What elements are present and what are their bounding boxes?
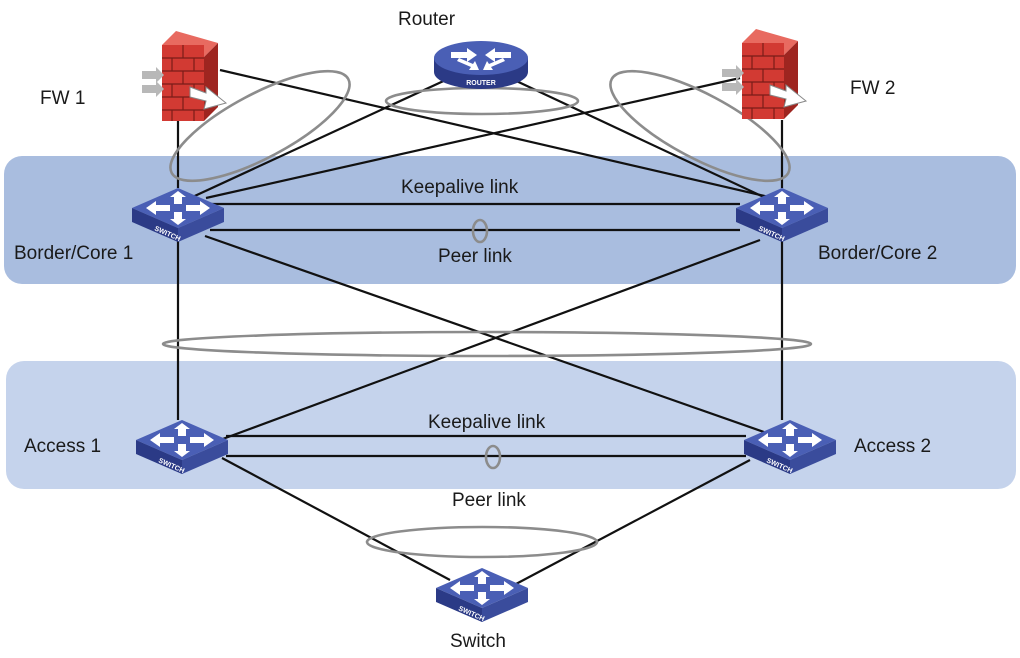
aggregation-ring-fw1 [169,69,351,183]
aggregation-ring-core-access [161,330,813,358]
firewall-icon-fw2[interactable] [721,28,807,120]
router-icon-text: ROUTER [466,80,496,87]
label-router: Router [398,9,456,30]
link-fw1-core2 [219,68,783,202]
core-layer-band [4,156,1016,284]
link-core1-access2 [204,234,765,434]
network-links [176,68,784,585]
label-access2: Access 2 [854,436,931,457]
link-access2-switch [515,459,751,585]
aggregation-ring-core-peer [471,218,489,244]
switch-icon-bottom[interactable]: SWITCH [436,568,528,623]
router-icon[interactable]: ROUTER [434,41,528,89]
label-fw2: FW 2 [850,78,895,99]
label-core1: Border/Core 1 [14,243,133,264]
label-core-peer: Peer link [438,246,512,267]
link-access1-switch [221,457,451,581]
aggregation-ring-fw2 [609,69,791,183]
label-access1: Access 1 [24,436,101,457]
link-core2-access1 [219,238,761,442]
aggregation-ring-switch [365,525,599,559]
link-fw2-core1 [205,76,741,200]
label-core2: Border/Core 2 [818,243,937,264]
aggregation-ring-access-peer [484,444,502,470]
label-switch: Switch [450,631,506,652]
label-access-keepalive: Keepalive link [428,412,546,433]
link-router-core1 [185,77,451,201]
label-fw1: FW 1 [40,88,85,109]
link-router-core2 [509,77,771,201]
aggregation-ring-router [384,86,580,116]
firewall-icon-fw1[interactable] [141,30,227,122]
label-access-peer: Peer link [452,490,526,511]
label-core-keepalive: Keepalive link [401,177,519,198]
